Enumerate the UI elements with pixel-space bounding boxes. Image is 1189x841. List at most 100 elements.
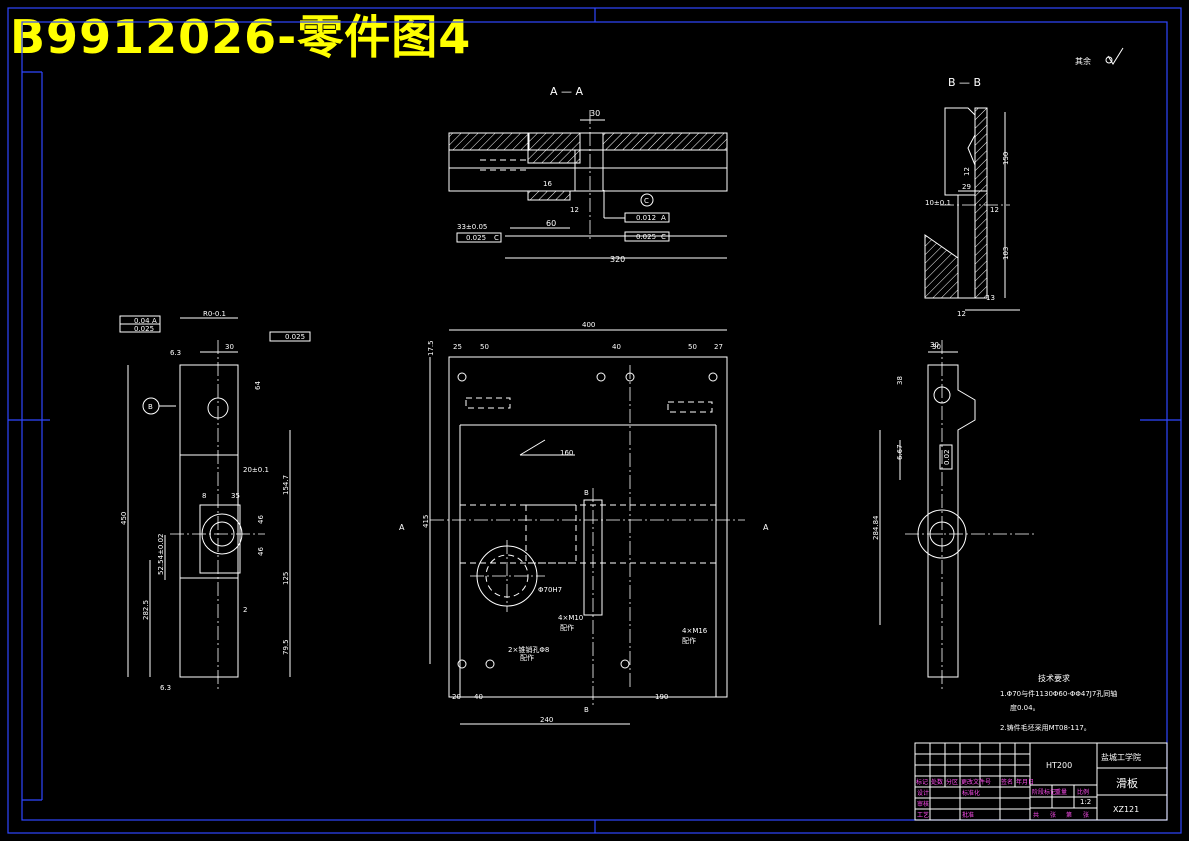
tech-req-line1: 1.Φ70与件1130Φ60-ΦΦ47J7孔同轴 <box>1000 689 1117 698</box>
fcf-aa-3: 0.025 <box>636 233 656 241</box>
dim-right-284: 284.84 <box>872 515 880 540</box>
dim-left-79: 79.5 <box>282 639 290 655</box>
dim-bb-150: 150 <box>1002 152 1010 165</box>
dim-left-35: 35 <box>231 492 240 500</box>
section-marker-a-left: A <box>399 523 405 532</box>
section-b-b: B — B 150 29 10±0.1 12 103 12 13 12 <box>924 76 1020 318</box>
tech-req-line1b: 度0.04。 <box>1010 703 1040 712</box>
left-view: 450 282.5 125 79.5 154.7 30 64 20±0.1 35… <box>119 310 311 692</box>
tb-label-sheets1: 张 <box>1050 811 1056 819</box>
dim-aa-60: 60 <box>546 219 556 228</box>
section-marker-b-top: B <box>584 489 589 497</box>
inner-border <box>21 21 1168 821</box>
dim-main-160: 160 <box>560 449 573 457</box>
fcf-aa-1-datum: C <box>494 234 499 242</box>
dim-main-30: 30 <box>930 341 939 349</box>
dim-bb-13: 13 <box>986 294 995 302</box>
dim-bb-12a: 12 <box>963 167 971 176</box>
dim-right-667: 6.67 <box>896 444 904 460</box>
dim-left-282: 282.5 <box>142 600 150 620</box>
section-bb-label: B — B <box>948 76 981 89</box>
rough-left-2: 6.3 <box>160 684 171 692</box>
section-a-a: A — A 30 60 320 33±0.05 16 12 0.025 C 0.… <box>448 85 728 264</box>
tb-label-count: 处数 <box>931 778 943 786</box>
dim-left-52: 52.54±0.02 <box>157 534 165 576</box>
dim-left-154: 154.7 <box>282 475 290 495</box>
fcf-left-2: 0.025 <box>134 325 154 333</box>
title-block: HT200 盐城工学院 滑板 XZ121 1:2 标记 处数 分区 更改文件号 … <box>914 742 1168 821</box>
dim-left-125: 125 <box>282 572 290 585</box>
dim-main-20: 20 <box>452 693 461 701</box>
tb-material: HT200 <box>1046 761 1072 770</box>
dim-left-46a: 46 <box>257 515 265 524</box>
tb-label-mark: 标记 <box>916 778 928 786</box>
tech-req-heading: 技术要求 <box>1038 673 1070 683</box>
fcf-aa-2-datum: A <box>661 214 666 222</box>
section-marker-a-right: A <box>763 523 769 532</box>
dim-aa-12: 12 <box>570 206 579 214</box>
fcf-aa-3-datum: C <box>661 233 666 241</box>
dim-bb-10: 10±0.1 <box>925 199 951 207</box>
main-view: 400 17.5 25 50 40 50 27 415 160 20 40 24… <box>399 321 939 725</box>
tb-label-no: 第 <box>1066 811 1072 819</box>
dim-bb-103: 103 <box>1002 247 1010 260</box>
dim-main-27: 27 <box>714 343 723 351</box>
rough-left-1: 6.3 <box>170 349 181 357</box>
tb-label-change: 更改文件号 <box>961 778 991 786</box>
tb-scale: 1:2 <box>1080 798 1091 806</box>
note-m10: 4×M10 <box>558 614 583 622</box>
fcf-left-1: 0.04 <box>134 317 150 325</box>
tb-label-weight: 重量 <box>1055 788 1067 796</box>
tb-label-total: 共 <box>1033 811 1039 819</box>
tb-label-scale: 比例 <box>1077 788 1089 796</box>
datum-c: C <box>644 197 649 205</box>
dim-main-25: 25 <box>453 343 462 351</box>
fcf-left-3: 0.025 <box>285 333 305 341</box>
dim-main-190: 190 <box>655 693 668 701</box>
tb-label-sign: 签名 <box>1001 778 1013 786</box>
dim-bb-12c: 12 <box>990 206 999 214</box>
section-marker-b-bottom: B <box>584 706 589 714</box>
datum-b: B <box>148 403 153 411</box>
dim-aa-320: 320 <box>610 255 625 264</box>
fcf-aa-2: 0.012 <box>636 214 656 222</box>
tb-label-date: 年月日 <box>1016 778 1034 786</box>
dim-aa-16: 16 <box>543 180 552 188</box>
dim-left-8: 8 <box>202 492 206 500</box>
technical-requirements: 技术要求 1.Φ70与件1130Φ60-ΦΦ47J7孔同轴 度0.04。 2.铸… <box>1000 673 1117 732</box>
tb-label-design: 设计 <box>917 789 929 797</box>
note-pz2: 配作 <box>560 623 574 632</box>
dim-main-40b: 40 <box>474 693 483 701</box>
dim-bb-29: 29 <box>962 183 971 191</box>
roughness-symbol <box>1107 47 1124 65</box>
tb-part-name: 滑板 <box>1116 776 1138 790</box>
dim-left-64: 64 <box>254 381 262 390</box>
note-pin-holes: 2×锥销孔Φ8 <box>508 645 549 654</box>
dim-main-240: 240 <box>540 716 553 724</box>
note-m16: 4×M16 <box>682 627 708 635</box>
tb-drawing-no: XZ121 <box>1113 805 1139 814</box>
dim-right-30: 30 <box>932 343 941 351</box>
dim-left-450: 450 <box>120 512 128 525</box>
roughness-note: 其余 <box>1075 56 1091 66</box>
note-pz3: 配作 <box>682 636 696 645</box>
fcf-left-1-datum: A <box>152 317 157 325</box>
tb-label-sheets2: 张 <box>1083 811 1089 819</box>
tb-label-standard: 标准化 <box>962 789 980 797</box>
tb-label-process: 工艺 <box>917 811 929 819</box>
tb-label-zone: 分区 <box>946 778 958 786</box>
tb-institute: 盐城工学院 <box>1101 752 1141 762</box>
note-phi70: Φ70H7 <box>538 586 562 594</box>
dim-main-400: 400 <box>582 321 595 329</box>
dim-left-20: 20±0.1 <box>243 466 269 474</box>
dim-left-46b: 46 <box>257 547 265 556</box>
dim-main-50a: 50 <box>480 343 489 351</box>
tb-label-stage: 阶段标记 <box>1032 788 1056 796</box>
dim-left-r0: R0-0.1 <box>203 310 226 318</box>
dim-bb-12b: 12 <box>957 310 966 318</box>
tb-label-review: 审核 <box>917 800 929 808</box>
dim-main-415: 415 <box>422 515 430 528</box>
dim-main-50b: 50 <box>688 343 697 351</box>
right-view: 30 38 6.67 284.84 0.02 <box>872 340 1035 690</box>
